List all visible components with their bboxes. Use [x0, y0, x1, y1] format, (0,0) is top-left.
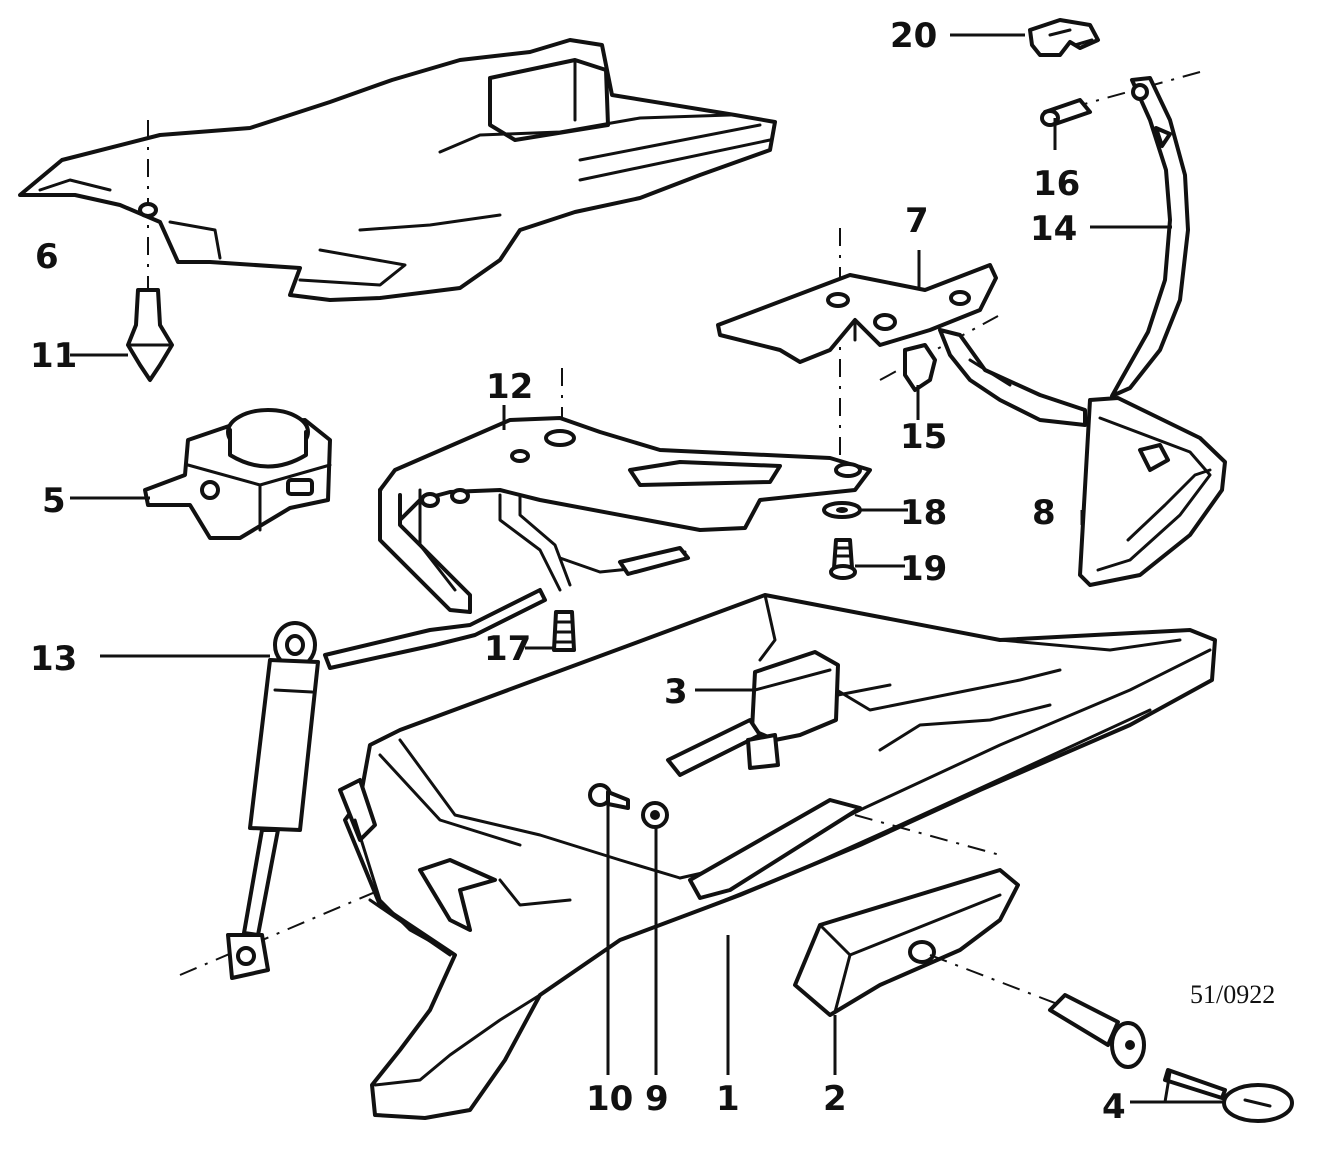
part-12-frame-bracket: [378, 368, 872, 614]
callout-17: 17: [484, 629, 531, 669]
part-6-cover-tray: [18, 38, 777, 302]
callout-1: 1: [716, 1079, 740, 1119]
part-7-hinge-bracket: [716, 228, 998, 460]
leader-lines: [70, 33, 1225, 1104]
callout-20: 20: [890, 16, 937, 56]
part-17-bolt: [552, 610, 576, 652]
callout-15: 15: [900, 417, 947, 457]
part-1-glovebox-tray: [338, 593, 1217, 1120]
part-2-handle: [793, 868, 1061, 1017]
part-11-plug: [126, 120, 174, 382]
part-8-side-panel: [1078, 396, 1227, 587]
part-3-latch: [666, 650, 892, 777]
part-9-stop: [641, 801, 669, 829]
callout-2: 2: [823, 1079, 847, 1119]
callout-14: 14: [1030, 209, 1077, 249]
part-4-lock-and-key: [1048, 993, 1294, 1123]
part-5-switch: [143, 408, 332, 540]
callout-12: 12: [486, 367, 533, 407]
callout-7: 7: [905, 201, 929, 241]
callout-4: 4: [1102, 1087, 1126, 1127]
callout-5: 5: [42, 481, 66, 521]
callout-11: 11: [30, 336, 77, 376]
callout-8: 8: [1032, 493, 1056, 533]
part-19-screw: [829, 538, 857, 580]
callout-6: 6: [35, 237, 59, 277]
callout-16: 16: [1033, 164, 1080, 204]
part-16-pin: [1040, 98, 1092, 127]
callout-13: 13: [30, 639, 77, 679]
callout-9: 9: [645, 1079, 669, 1119]
reference-code: 51/0922: [1190, 980, 1275, 1009]
part-15-clip: [879, 315, 1087, 427]
callout-labels: 20 16 14 7 6 11 12 15 5 8 18 19 17 13 3 …: [30, 16, 1275, 1127]
callout-18: 18: [900, 493, 947, 533]
callout-19: 19: [900, 549, 947, 589]
part-14-strap: [1069, 71, 1201, 398]
part-20-clip: [1028, 18, 1100, 57]
part-18-washer: [822, 501, 862, 519]
part-10-bushing: [588, 783, 630, 810]
callout-10: 10: [586, 1079, 633, 1119]
callout-3: 3: [664, 672, 688, 712]
